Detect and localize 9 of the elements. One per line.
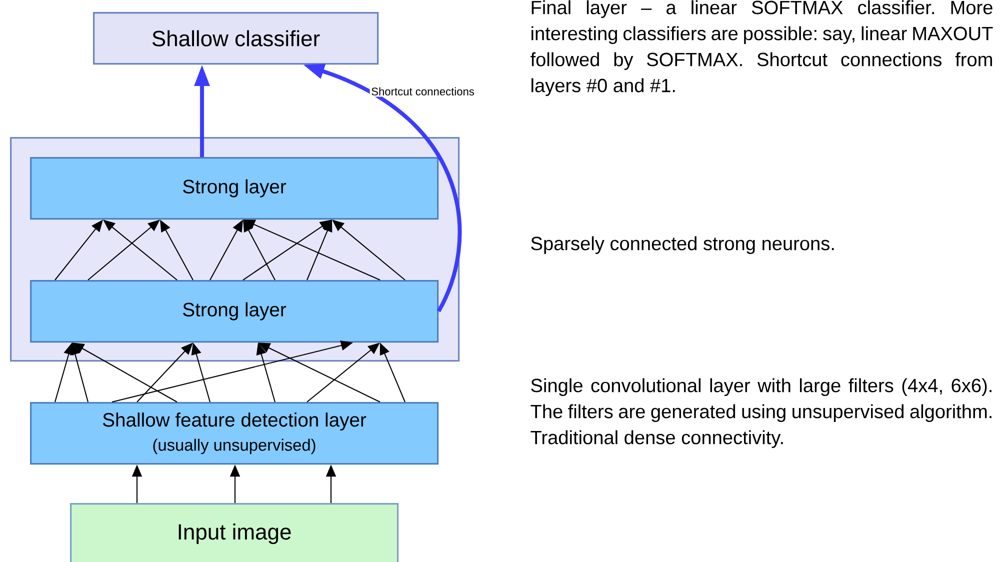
- layer-box: Strong layer: [30, 280, 439, 343]
- note-text: Sparsely connected strong neurons.: [531, 236, 834, 254]
- edge-label: Shortcut connections: [370, 86, 476, 97]
- note-text: Final layer – a linear SOFTMAX classifier. More interesting classifiers are possible: say, linear MAXOUT followed by SOFTMAX. Shortcut connections from layers #0 and #1.: [530, 0, 993, 96]
- layer-box: Strong layer: [30, 157, 439, 220]
- note-text: Single convolutional layer with large filters (4x4, 6x6). The filters are generated using unsupervised algorithm. Traditional dense connectivity.: [530, 378, 992, 448]
- input-box: Input image: [70, 503, 399, 562]
- classifier-box: Shallow classifier: [93, 12, 379, 65]
- layer-box: Shallow feature detection layer (usually unsupervised): [30, 402, 439, 465]
